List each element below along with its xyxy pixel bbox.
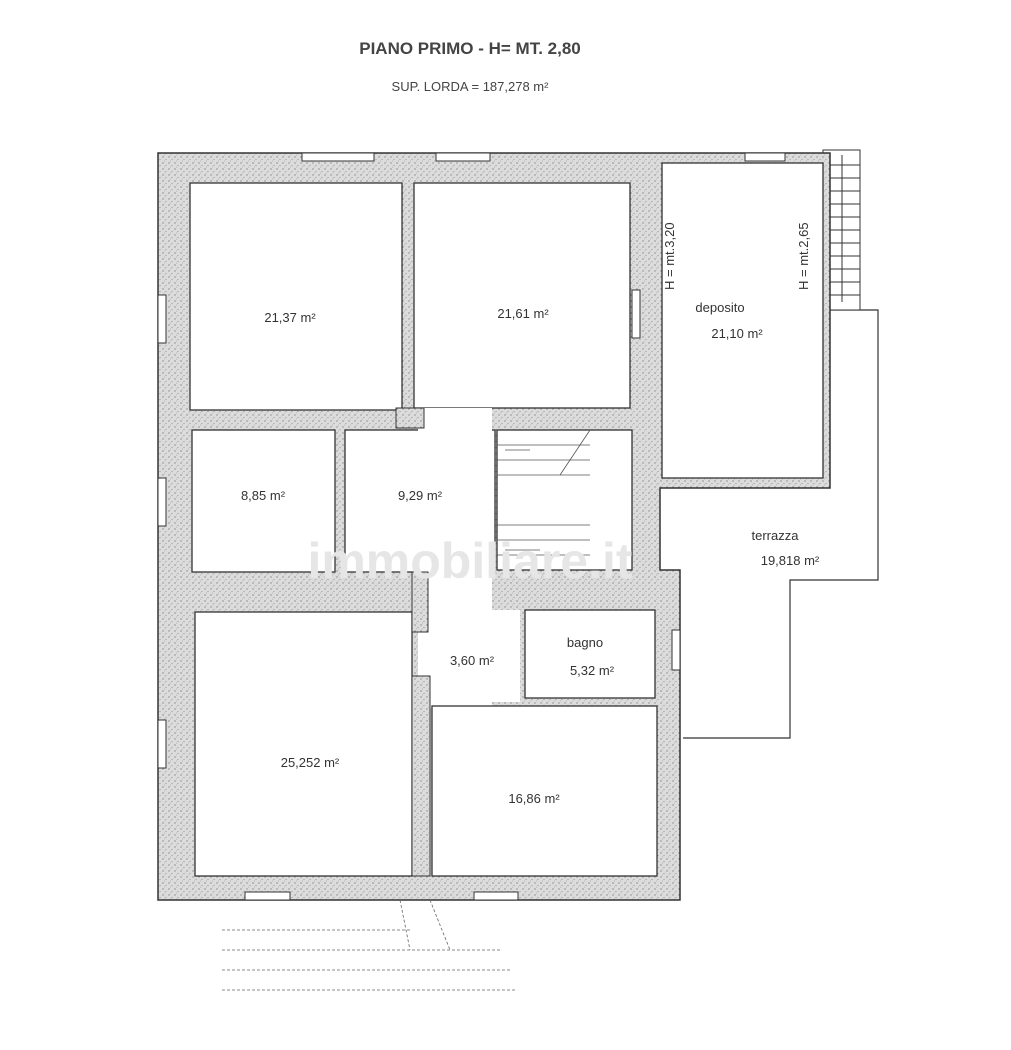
room-area-label: 3,60 m² xyxy=(450,653,495,668)
room-area-label: 5,32 m² xyxy=(570,663,615,678)
height-label: H = mt.3,20 xyxy=(662,222,677,290)
wall-stub xyxy=(411,675,431,877)
room-area-label: 21,37 m² xyxy=(264,310,316,325)
corridor-area xyxy=(430,610,520,702)
room-top-center-area xyxy=(413,182,631,409)
room-name-label: terrazza xyxy=(752,528,800,543)
bagno-area xyxy=(524,609,656,699)
room-name-label: bagno xyxy=(567,635,603,650)
room-area-label: 16,86 m² xyxy=(508,791,560,806)
height-label: H = mt.2,65 xyxy=(796,222,811,290)
plan-subtitle: SUP. LORDA = 187,278 m² xyxy=(392,79,550,94)
interior-stair xyxy=(497,429,591,556)
room-small-left-area xyxy=(191,429,336,573)
room-area-label: 9,29 m² xyxy=(398,488,443,503)
terrazza-outline xyxy=(683,309,879,739)
lower-stair xyxy=(222,899,515,991)
room-area-label: 25,252 m² xyxy=(281,755,340,770)
rooms xyxy=(189,162,824,877)
deposito-area xyxy=(661,162,824,479)
room-bottom-left-area xyxy=(194,611,413,877)
room-area-label: 8,85 m² xyxy=(241,488,286,503)
windows xyxy=(157,152,786,901)
room-name-label: deposito xyxy=(695,300,744,315)
wall-stub xyxy=(411,571,429,633)
room-bottom-right-area xyxy=(431,705,658,877)
stair-area xyxy=(496,429,633,571)
room-area-label: 19,818 m² xyxy=(761,553,820,568)
room-area-label: 21,10 m² xyxy=(711,326,763,341)
room-top-left-area xyxy=(189,182,403,411)
plan-title: PIANO PRIMO - H= MT. 2,80 xyxy=(359,39,581,58)
pillar xyxy=(395,407,425,429)
watermark: immobiliare.it xyxy=(307,533,632,589)
room-area-label: 21,61 m² xyxy=(497,306,549,321)
